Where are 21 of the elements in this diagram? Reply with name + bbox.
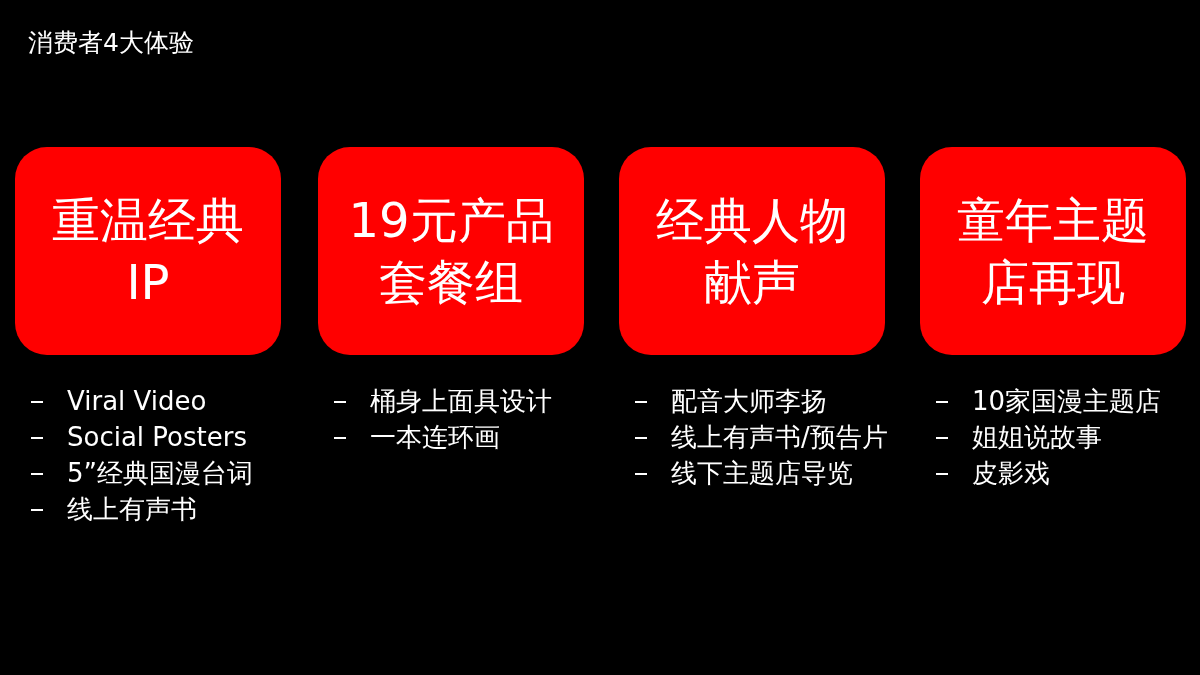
card-heading: 童年主题店再现 [956,191,1150,312]
list-item-text: 5”经典国漫台词 [67,457,253,490]
category-card [15,147,281,355]
category-card [920,147,1186,355]
card-heading: 重温经典IP [51,191,245,312]
list-item-text: Social Posters [67,421,247,454]
card-heading: 19元产品套餐组 [347,191,555,312]
list-item-text: 桶身上面具设计 [370,385,552,418]
list-item-text: 线上有声书 [67,493,197,526]
list-item-text: 配音大师李扬 [671,385,827,418]
category-card [318,147,584,355]
slide-title: 消费者4大体验 [28,27,194,59]
list-item-text: 皮影戏 [972,457,1050,490]
list-item-text: Viral Video [67,385,207,418]
list-item-text: 10家国漫主题店 [972,385,1162,418]
list-item-text: 线下主题店导览 [671,457,853,490]
list-item-text: 姐姐说故事 [972,421,1102,454]
list-item-text: 线上有声书/预告片 [671,421,888,454]
card-heading: 经典人物献声 [655,191,849,312]
category-card [619,147,885,355]
list-item-text: 一本连环画 [370,421,500,454]
